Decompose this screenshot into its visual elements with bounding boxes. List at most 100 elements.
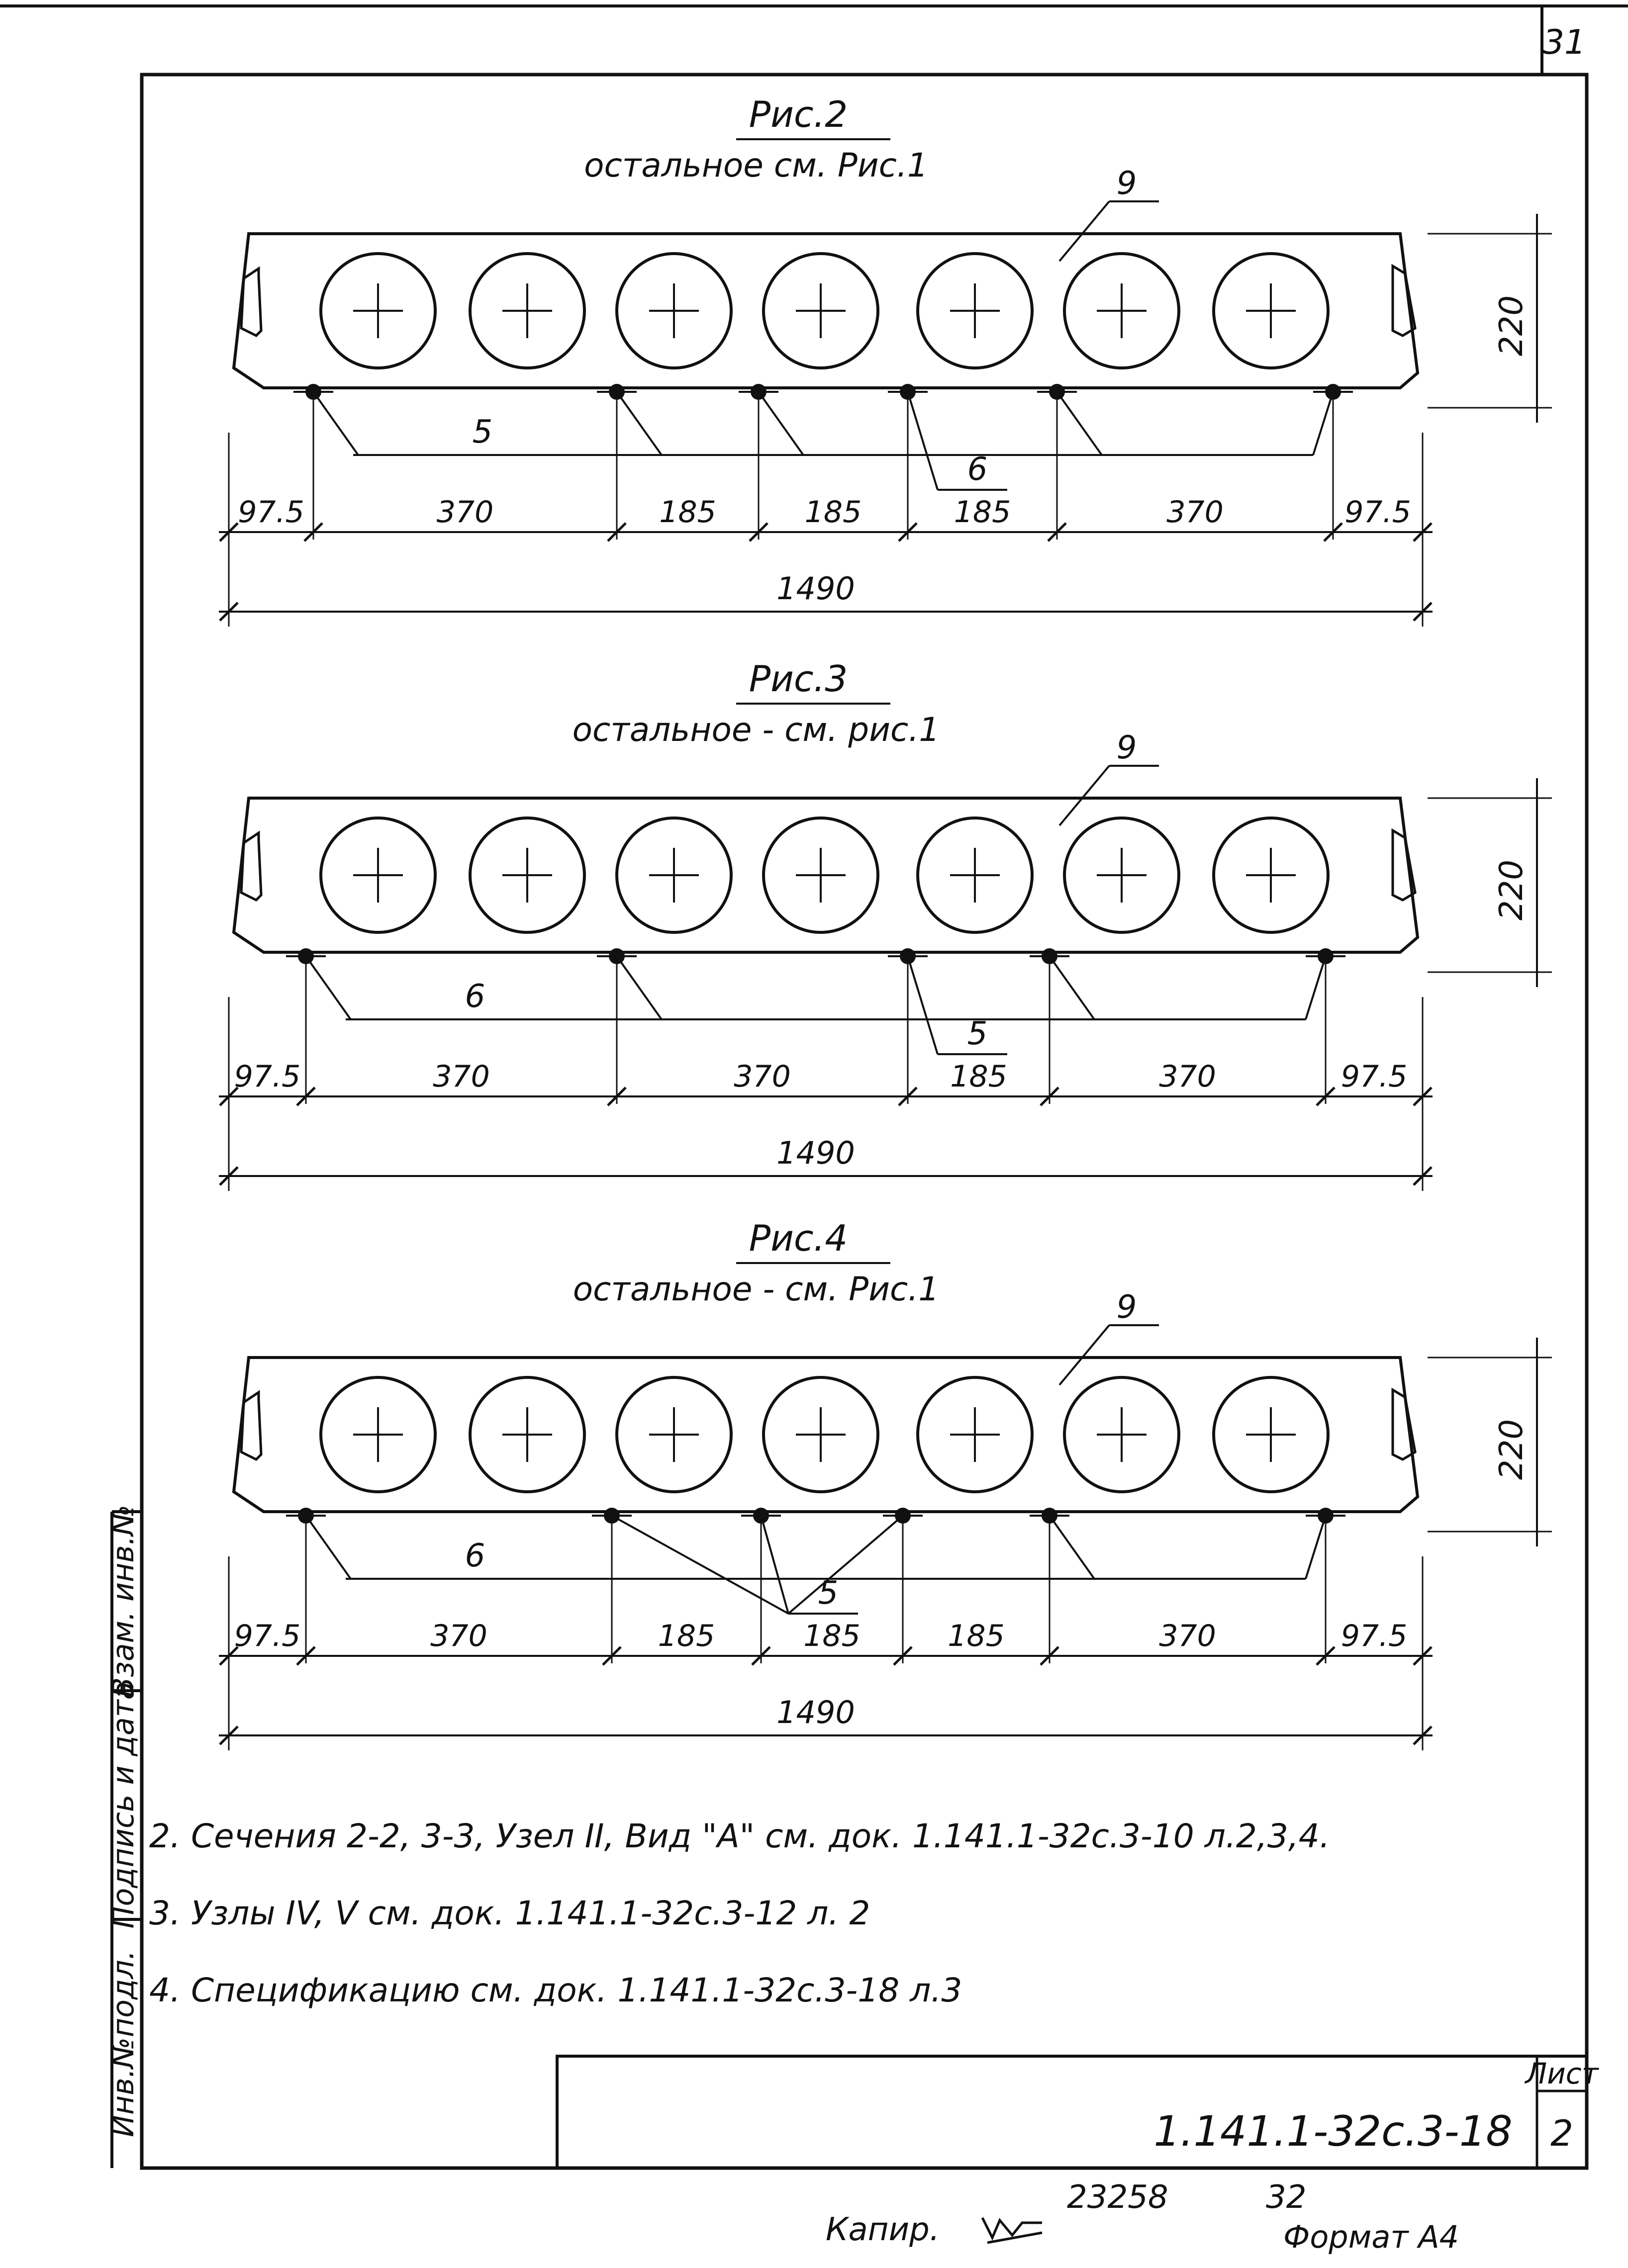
leader-line bbox=[787, 1515, 904, 1615]
segment-dimension: 370 bbox=[1159, 1059, 1216, 1094]
figure-title: Рис.2 bbox=[749, 93, 848, 135]
figure-subtitle: остальное - см. Рис.1 bbox=[573, 1270, 940, 1308]
total-dimension: 1490 bbox=[776, 1694, 855, 1730]
segment-dimension: 97.5 bbox=[234, 1619, 301, 1653]
dimension-tick bbox=[219, 602, 239, 622]
dimension-tick bbox=[893, 1646, 913, 1666]
segment-dimension: 370 bbox=[437, 495, 494, 530]
callout-label-9: 9 bbox=[1117, 729, 1137, 766]
segment-dimension: 97.5 bbox=[234, 1059, 301, 1094]
void-circle bbox=[615, 252, 733, 369]
side-stamp-signature-date: Подпись и дата bbox=[106, 1682, 141, 1929]
dimension-tick bbox=[1413, 602, 1433, 622]
note-4: 4. Спецификацию см. док. 1.141.1-32с.3-1… bbox=[149, 1971, 962, 2009]
void-circle bbox=[615, 1376, 733, 1493]
slab-end-key-right bbox=[1391, 1387, 1417, 1461]
segment-dimension: 97.5 bbox=[1344, 495, 1411, 530]
dimension-tick bbox=[219, 1646, 239, 1666]
leader-line bbox=[760, 1515, 789, 1614]
leader-line bbox=[1305, 1515, 1327, 1579]
dimension-tick bbox=[1047, 522, 1067, 542]
void-circle bbox=[762, 252, 879, 369]
dimension-tick bbox=[751, 1646, 771, 1666]
void-circle bbox=[615, 816, 733, 934]
figure-subtitle: остальное - см. рис.1 bbox=[573, 711, 940, 749]
segment-dimension: 370 bbox=[430, 1619, 487, 1653]
void-circle bbox=[916, 816, 1034, 934]
slab-end-key-left bbox=[240, 1390, 263, 1461]
slab-end-key-left bbox=[240, 266, 263, 338]
slab-outline bbox=[232, 232, 1420, 389]
segment-dimension: 185 bbox=[948, 1619, 1005, 1653]
segment-dimension: 185 bbox=[954, 495, 1011, 530]
segment-dimension: 97.5 bbox=[238, 495, 304, 530]
sheet-frame bbox=[0, 4, 1628, 2170]
total-dimension: 1490 bbox=[776, 570, 855, 607]
slab-end-key-left bbox=[240, 830, 263, 902]
stamp-page: 32 bbox=[1266, 2179, 1306, 2216]
leader-line bbox=[1305, 956, 1327, 1020]
slab-end-key-right bbox=[1391, 264, 1417, 337]
corner-number: 31 bbox=[1543, 23, 1586, 62]
void-circle bbox=[1212, 252, 1330, 369]
leader-line bbox=[1058, 765, 1110, 826]
leader-line bbox=[1058, 200, 1110, 262]
dimension-tick bbox=[1413, 1166, 1433, 1186]
segment-dimension: 185 bbox=[658, 1619, 715, 1653]
note-2: 2. Сечения 2-2, 3-3, Узел II, Вид "А" см… bbox=[149, 1817, 1330, 1855]
side-stamp-replaced-inv: Взам. инв.№ bbox=[106, 1505, 141, 1698]
leader-line bbox=[312, 391, 359, 456]
dimension-tick bbox=[1323, 522, 1343, 542]
dimension-tick bbox=[607, 522, 627, 542]
figures-group: Рис.2 остальное см. Рис.1 5 6 9 220 97.5 370 185… bbox=[219, 93, 1552, 1750]
callout-label-b: 6 bbox=[967, 451, 988, 488]
dimension-tick bbox=[1040, 1087, 1059, 1106]
format-label: Формат А4 bbox=[1283, 2219, 1459, 2255]
void-circle bbox=[916, 1376, 1034, 1493]
segment-dimension: 185 bbox=[805, 495, 862, 530]
note-3: 3. Узлы IV, V см. док. 1.141.1-32с.3-12 … bbox=[149, 1894, 870, 1932]
dimension-tick bbox=[749, 522, 768, 542]
slab-end-key-right bbox=[1391, 828, 1417, 902]
side-stamp-original-inv: Инв.№подл. bbox=[106, 1950, 141, 2137]
dimension-tick bbox=[898, 1087, 918, 1106]
leader-line bbox=[611, 1515, 789, 1615]
callout-label-a: 6 bbox=[465, 978, 485, 1015]
dimension-tick bbox=[303, 522, 323, 542]
dimension-tick bbox=[296, 1087, 316, 1106]
dimension-tick bbox=[219, 1725, 239, 1745]
callout-label-9: 9 bbox=[1117, 1289, 1137, 1326]
dimension-tick bbox=[1413, 522, 1433, 542]
dimension-tick bbox=[607, 1087, 627, 1106]
height-dimension: 220 bbox=[1493, 1419, 1530, 1480]
callout-label-a: 5 bbox=[473, 414, 493, 451]
segment-dimension: 185 bbox=[659, 495, 716, 530]
segment-dimension: 370 bbox=[734, 1059, 791, 1094]
leader-line bbox=[907, 391, 939, 490]
segment-dimension: 370 bbox=[1166, 495, 1224, 530]
leader-line bbox=[616, 391, 663, 456]
void-circle bbox=[1212, 816, 1330, 934]
leader-line bbox=[907, 956, 939, 1055]
void-circle bbox=[469, 1376, 586, 1493]
height-dimension: 220 bbox=[1493, 860, 1530, 920]
figure-title: Рис.4 bbox=[749, 1217, 848, 1259]
callout-label-b: 5 bbox=[818, 1575, 839, 1612]
sheet-number: 2 bbox=[1550, 2112, 1573, 2154]
void-circle bbox=[762, 1376, 879, 1493]
leader-line bbox=[616, 955, 663, 1020]
sheet-label: Лист bbox=[1525, 2057, 1600, 2090]
leader-line bbox=[1058, 1324, 1110, 1386]
void-circle bbox=[1063, 1376, 1180, 1493]
figure-subtitle: остальное см. Рис.1 bbox=[584, 146, 928, 184]
dimension-tick bbox=[219, 1166, 239, 1186]
segment-dimension: 185 bbox=[803, 1619, 861, 1653]
total-dimension: 1490 bbox=[776, 1135, 855, 1171]
dimension-tick bbox=[219, 522, 239, 542]
void-circle bbox=[916, 252, 1034, 369]
leader-line bbox=[1056, 391, 1103, 456]
dimension-tick bbox=[296, 1646, 316, 1666]
